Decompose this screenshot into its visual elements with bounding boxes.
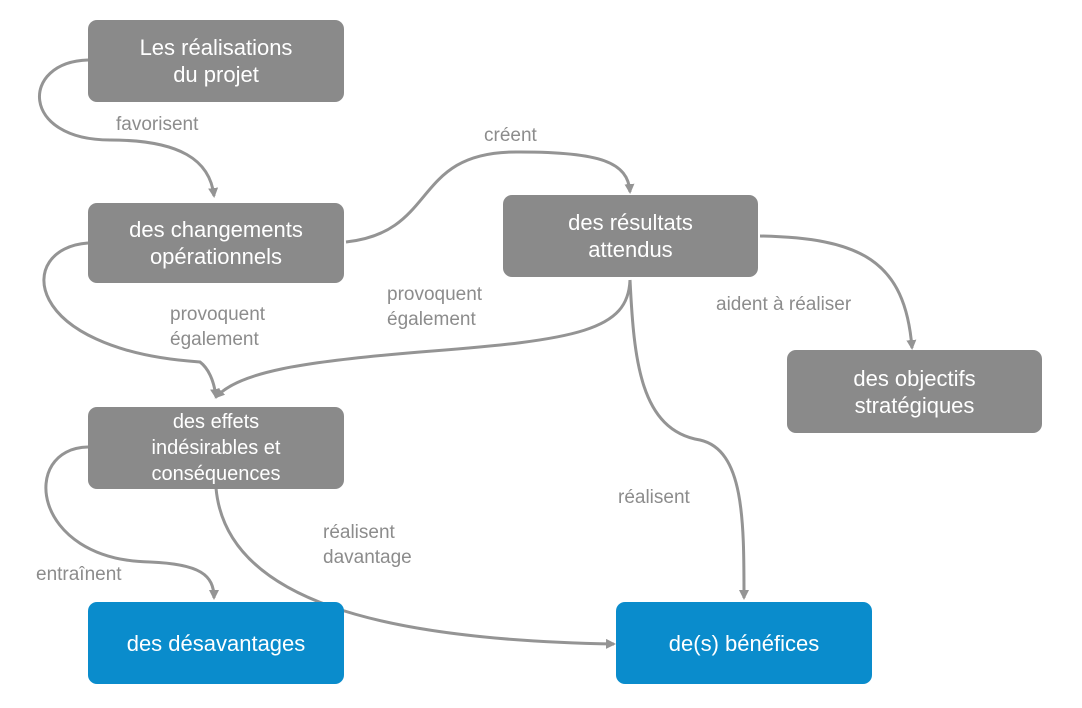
edge-label-aident: aident à réaliser — [716, 294, 852, 315]
arrow-creent — [345, 150, 635, 244]
edge-label-realisent: réalisent — [618, 487, 690, 508]
node-changements: des changements opérationnels — [88, 203, 344, 283]
arrow-favorisent — [38, 58, 219, 198]
node-desavantages-label: des désavantages — [126, 630, 306, 656]
arrow-provoquent-right — [214, 279, 632, 399]
node-resultats-label: des résultats attendus — [568, 210, 693, 262]
arrow-realisent — [628, 279, 749, 600]
node-objectifs: des objectifs stratégiques — [787, 350, 1042, 433]
node-benefices: de(s) bénéfices — [616, 602, 872, 684]
arrow-aident — [759, 234, 917, 350]
edge-label-realisent-davantage: réalisent davantage — [323, 522, 412, 568]
node-effets: des effets indésirables et conséquences — [88, 407, 344, 489]
node-changements-label: des changements opérationnels — [129, 217, 303, 269]
node-benefices-label: de(s) bénéfices — [668, 630, 820, 656]
node-resultats: des résultats attendus — [503, 195, 758, 277]
edge-label-creent: créent — [484, 125, 537, 146]
node-effets-label: des effets indésirables et conséquences — [151, 411, 281, 485]
arrow-provoquent-left — [42, 241, 221, 399]
node-desavantages: des désavantages — [88, 602, 344, 684]
node-realisations-label: Les réalisations du projet — [139, 35, 293, 87]
node-objectifs-label: des objectifs stratégiques — [853, 365, 976, 418]
edge-label-entrainent: entraînent — [36, 564, 122, 585]
edge-label-provoquent-left: provoquent également — [170, 304, 266, 350]
node-realisations: Les réalisations du projet — [88, 20, 344, 102]
edge-label-favorisent: favorisent — [116, 114, 199, 135]
arrow-entrainent — [44, 445, 219, 600]
edge-label-provoquent-right: provoquent également — [387, 284, 483, 330]
